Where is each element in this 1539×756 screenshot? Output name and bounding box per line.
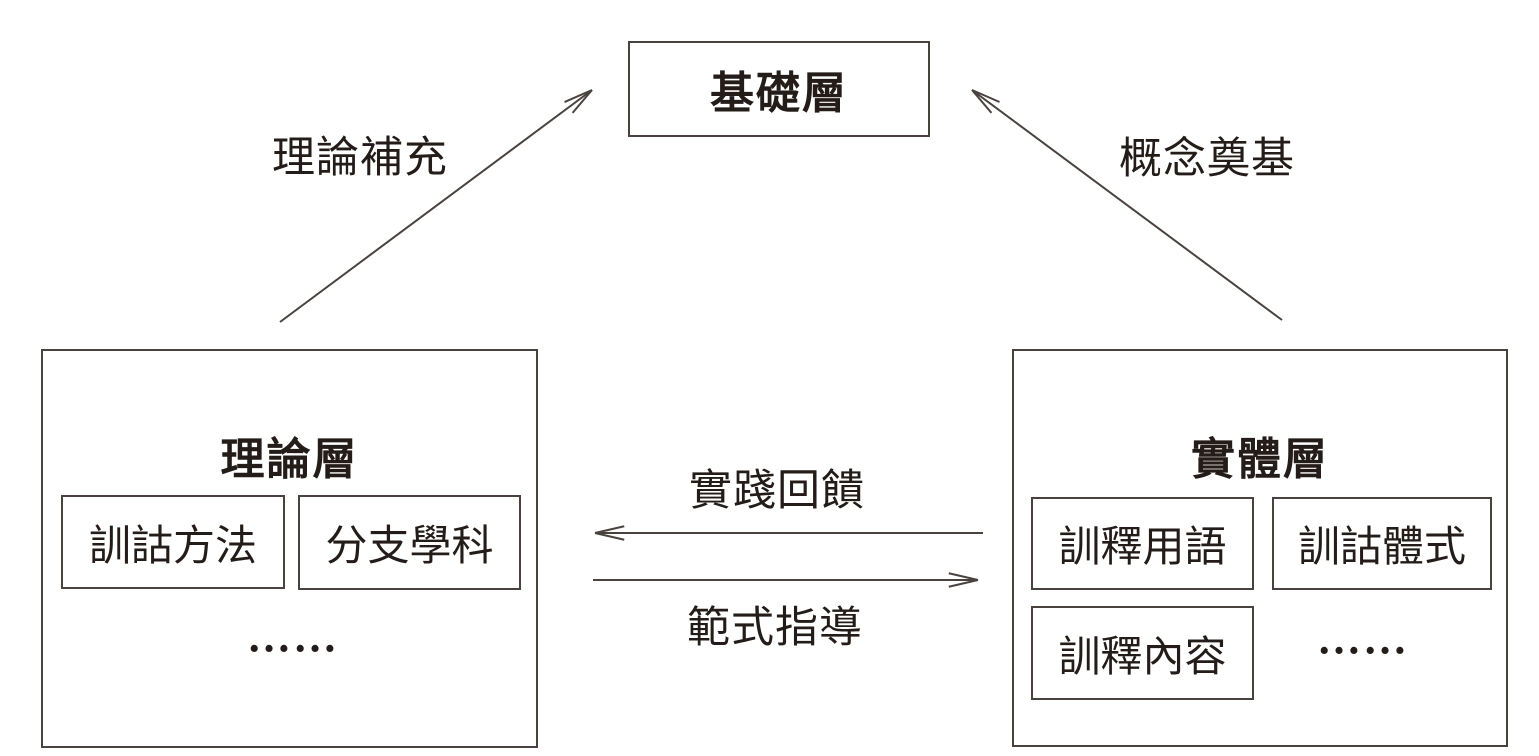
node-foundation-label: 基礎層 <box>710 69 848 118</box>
node-theory: 理論層 訓詁方法 分支學科 …… <box>41 349 538 748</box>
node-entity-child-content-label: 訓釋內容 <box>1058 634 1227 681</box>
entity-ellipsis: …… <box>1317 614 1409 664</box>
node-theory-child-methods: 訓詁方法 <box>61 495 285 589</box>
node-entity-label: 實體層 <box>1191 435 1329 484</box>
node-entity: 實體層 訓釋用語 訓詁體式 訓釋內容 …… <box>1012 349 1508 747</box>
node-foundation: 基礎層 <box>628 41 930 137</box>
node-theory-child-methods-label: 訓詁方法 <box>88 523 257 570</box>
theory-ellipsis: …… <box>247 612 339 662</box>
node-theory-child-branches-label: 分支學科 <box>325 524 494 570</box>
edge-label-concept-foundation: 概念奠基 <box>1119 136 1295 183</box>
node-entity-child-terms-label: 訓釋用語 <box>1058 525 1227 571</box>
node-theory-child-branches: 分支學科 <box>298 495 521 590</box>
edge-label-theory-supplement: 理論補充 <box>272 135 448 182</box>
edge-label-practice-feedback: 實踐回饋 <box>689 468 865 515</box>
node-entity-child-styles: 訓詁體式 <box>1272 497 1492 590</box>
node-theory-label: 理論層 <box>220 435 359 484</box>
node-entity-child-styles-label: 訓詁體式 <box>1297 525 1466 571</box>
node-entity-child-content: 訓釋內容 <box>1031 606 1254 700</box>
edge-label-paradigm-guidance: 範式指導 <box>687 605 863 652</box>
node-entity-child-terms: 訓釋用語 <box>1031 497 1254 590</box>
